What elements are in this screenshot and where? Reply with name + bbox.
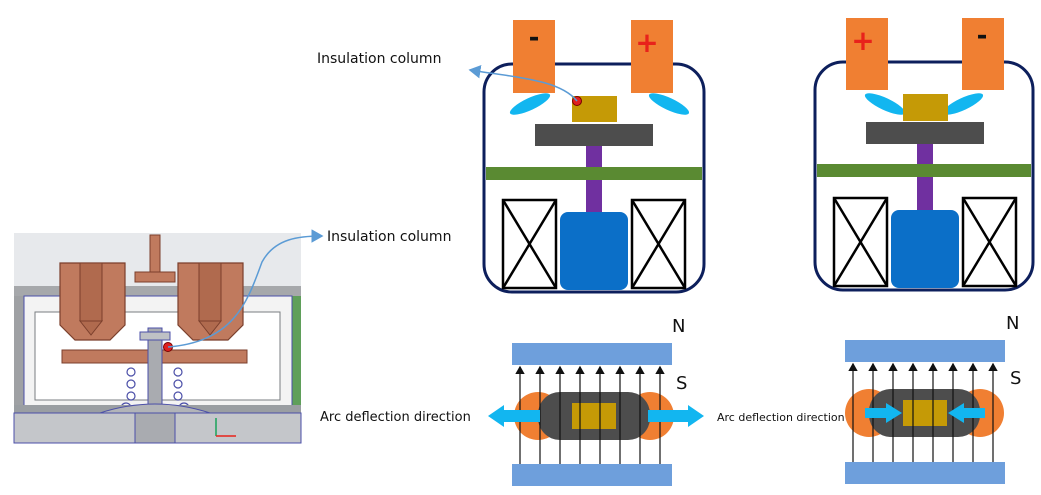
- insulation-column: [903, 94, 948, 121]
- magnet-north: [845, 340, 1005, 362]
- pole-label-north: N: [672, 316, 685, 337]
- pole-label-south: S: [1010, 368, 1021, 389]
- magnetic-field-diagram-right: N S: [845, 313, 1021, 484]
- terminal-negative: [962, 18, 1004, 90]
- arc-deflection-label-left: Arc deflection direction: [320, 410, 471, 425]
- magnet-south: [845, 462, 1005, 484]
- arc-deflection-arrow-right: [648, 405, 704, 427]
- yoke-plate: [486, 167, 702, 180]
- yoke-plate: [817, 164, 1031, 177]
- terminal-positive: [631, 20, 673, 93]
- iron-core: [560, 212, 628, 290]
- insulation-column-label-top: Insulation column: [317, 51, 441, 67]
- terminal-positive: [846, 18, 888, 90]
- iron-core: [891, 210, 959, 288]
- arc-deflection-label-right: Arc deflection direction: [717, 411, 845, 424]
- arc-deflection-arrow-left: [865, 403, 902, 423]
- coil: [832, 196, 1018, 288]
- callout-line-left: [167, 229, 324, 348]
- terminal-sign: +: [635, 26, 658, 59]
- pole-label-south: S: [676, 373, 687, 394]
- terminal-sign: -: [529, 23, 540, 53]
- coil: [501, 198, 687, 290]
- arc-deflection-arrow-left: [488, 405, 540, 427]
- insulation-column: [903, 400, 947, 426]
- relay-diagram-right: + -: [813, 18, 1035, 292]
- relay-cross-section: [13, 233, 302, 444]
- arc: [942, 93, 984, 115]
- relay-diagram-left: - +: [468, 20, 706, 294]
- terminal-sign: +: [851, 24, 874, 57]
- magnet-south: [512, 464, 672, 486]
- magnet-north: [512, 343, 672, 365]
- callout-line-top: [468, 64, 578, 102]
- contact-bridge: [535, 124, 653, 146]
- contact-bridge: [866, 122, 984, 144]
- magnetic-field-diagram-left: N S: [488, 316, 704, 486]
- arc: [648, 93, 690, 115]
- arc: [509, 93, 551, 115]
- arc-deflection-arrow-right: [948, 403, 985, 423]
- insulation-column: [572, 403, 616, 429]
- arc: [864, 93, 906, 115]
- insulation-column-label-left: Insulation column: [327, 229, 451, 245]
- pole-label-north: N: [1006, 313, 1019, 334]
- terminal-sign: -: [977, 21, 988, 51]
